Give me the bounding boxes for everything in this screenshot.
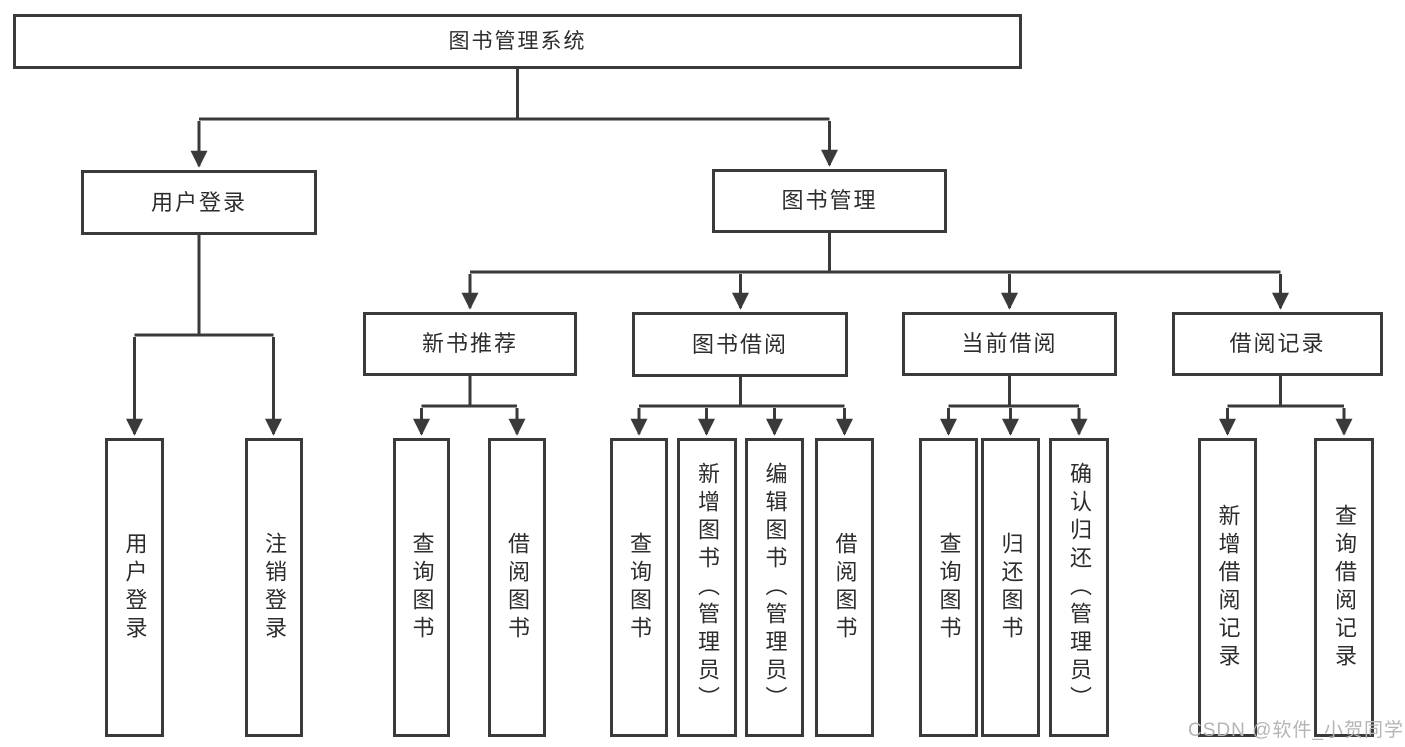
- node-book-management: 图书管理: [712, 169, 947, 233]
- node-new-book-recommend: 新书推荐: [363, 312, 577, 376]
- node-book-borrowing: 图书借阅: [632, 312, 848, 377]
- node-user-login: 用户登录: [81, 170, 317, 235]
- leaf-return-books: 归还图书: [981, 438, 1040, 737]
- leaf-confirm-return-admin: 确认归还（管理员）: [1049, 438, 1109, 737]
- leaf-borrow-books-borrowing: 借阅图书: [815, 438, 874, 737]
- leaf-edit-books-admin: 编辑图书（管理员）: [745, 438, 804, 737]
- connector-skeleton: [134, 67, 1344, 408]
- leaf-add-books-admin: 新增图书（管理员）: [677, 438, 737, 737]
- leaf-query-books-borrowing: 查询图书: [610, 438, 668, 737]
- leaf-add-borrow-record: 新增借阅记录: [1198, 438, 1257, 737]
- leaf-borrow-books-recommend: 借阅图书: [488, 438, 546, 737]
- leaf-user-login: 用户登录: [105, 438, 164, 737]
- leaf-logout: 注销登录: [245, 438, 303, 737]
- watermark: CSDN @软件_小贺同学: [1188, 720, 1404, 741]
- node-borrow-records: 借阅记录: [1172, 312, 1383, 376]
- node-current-borrowing: 当前借阅: [902, 312, 1117, 376]
- node-root: 图书管理系统: [13, 14, 1022, 69]
- leaf-query-borrow-record: 查询借阅记录: [1314, 438, 1374, 737]
- leaf-query-books-current: 查询图书: [919, 438, 978, 737]
- leaf-query-books-recommend: 查询图书: [393, 438, 450, 737]
